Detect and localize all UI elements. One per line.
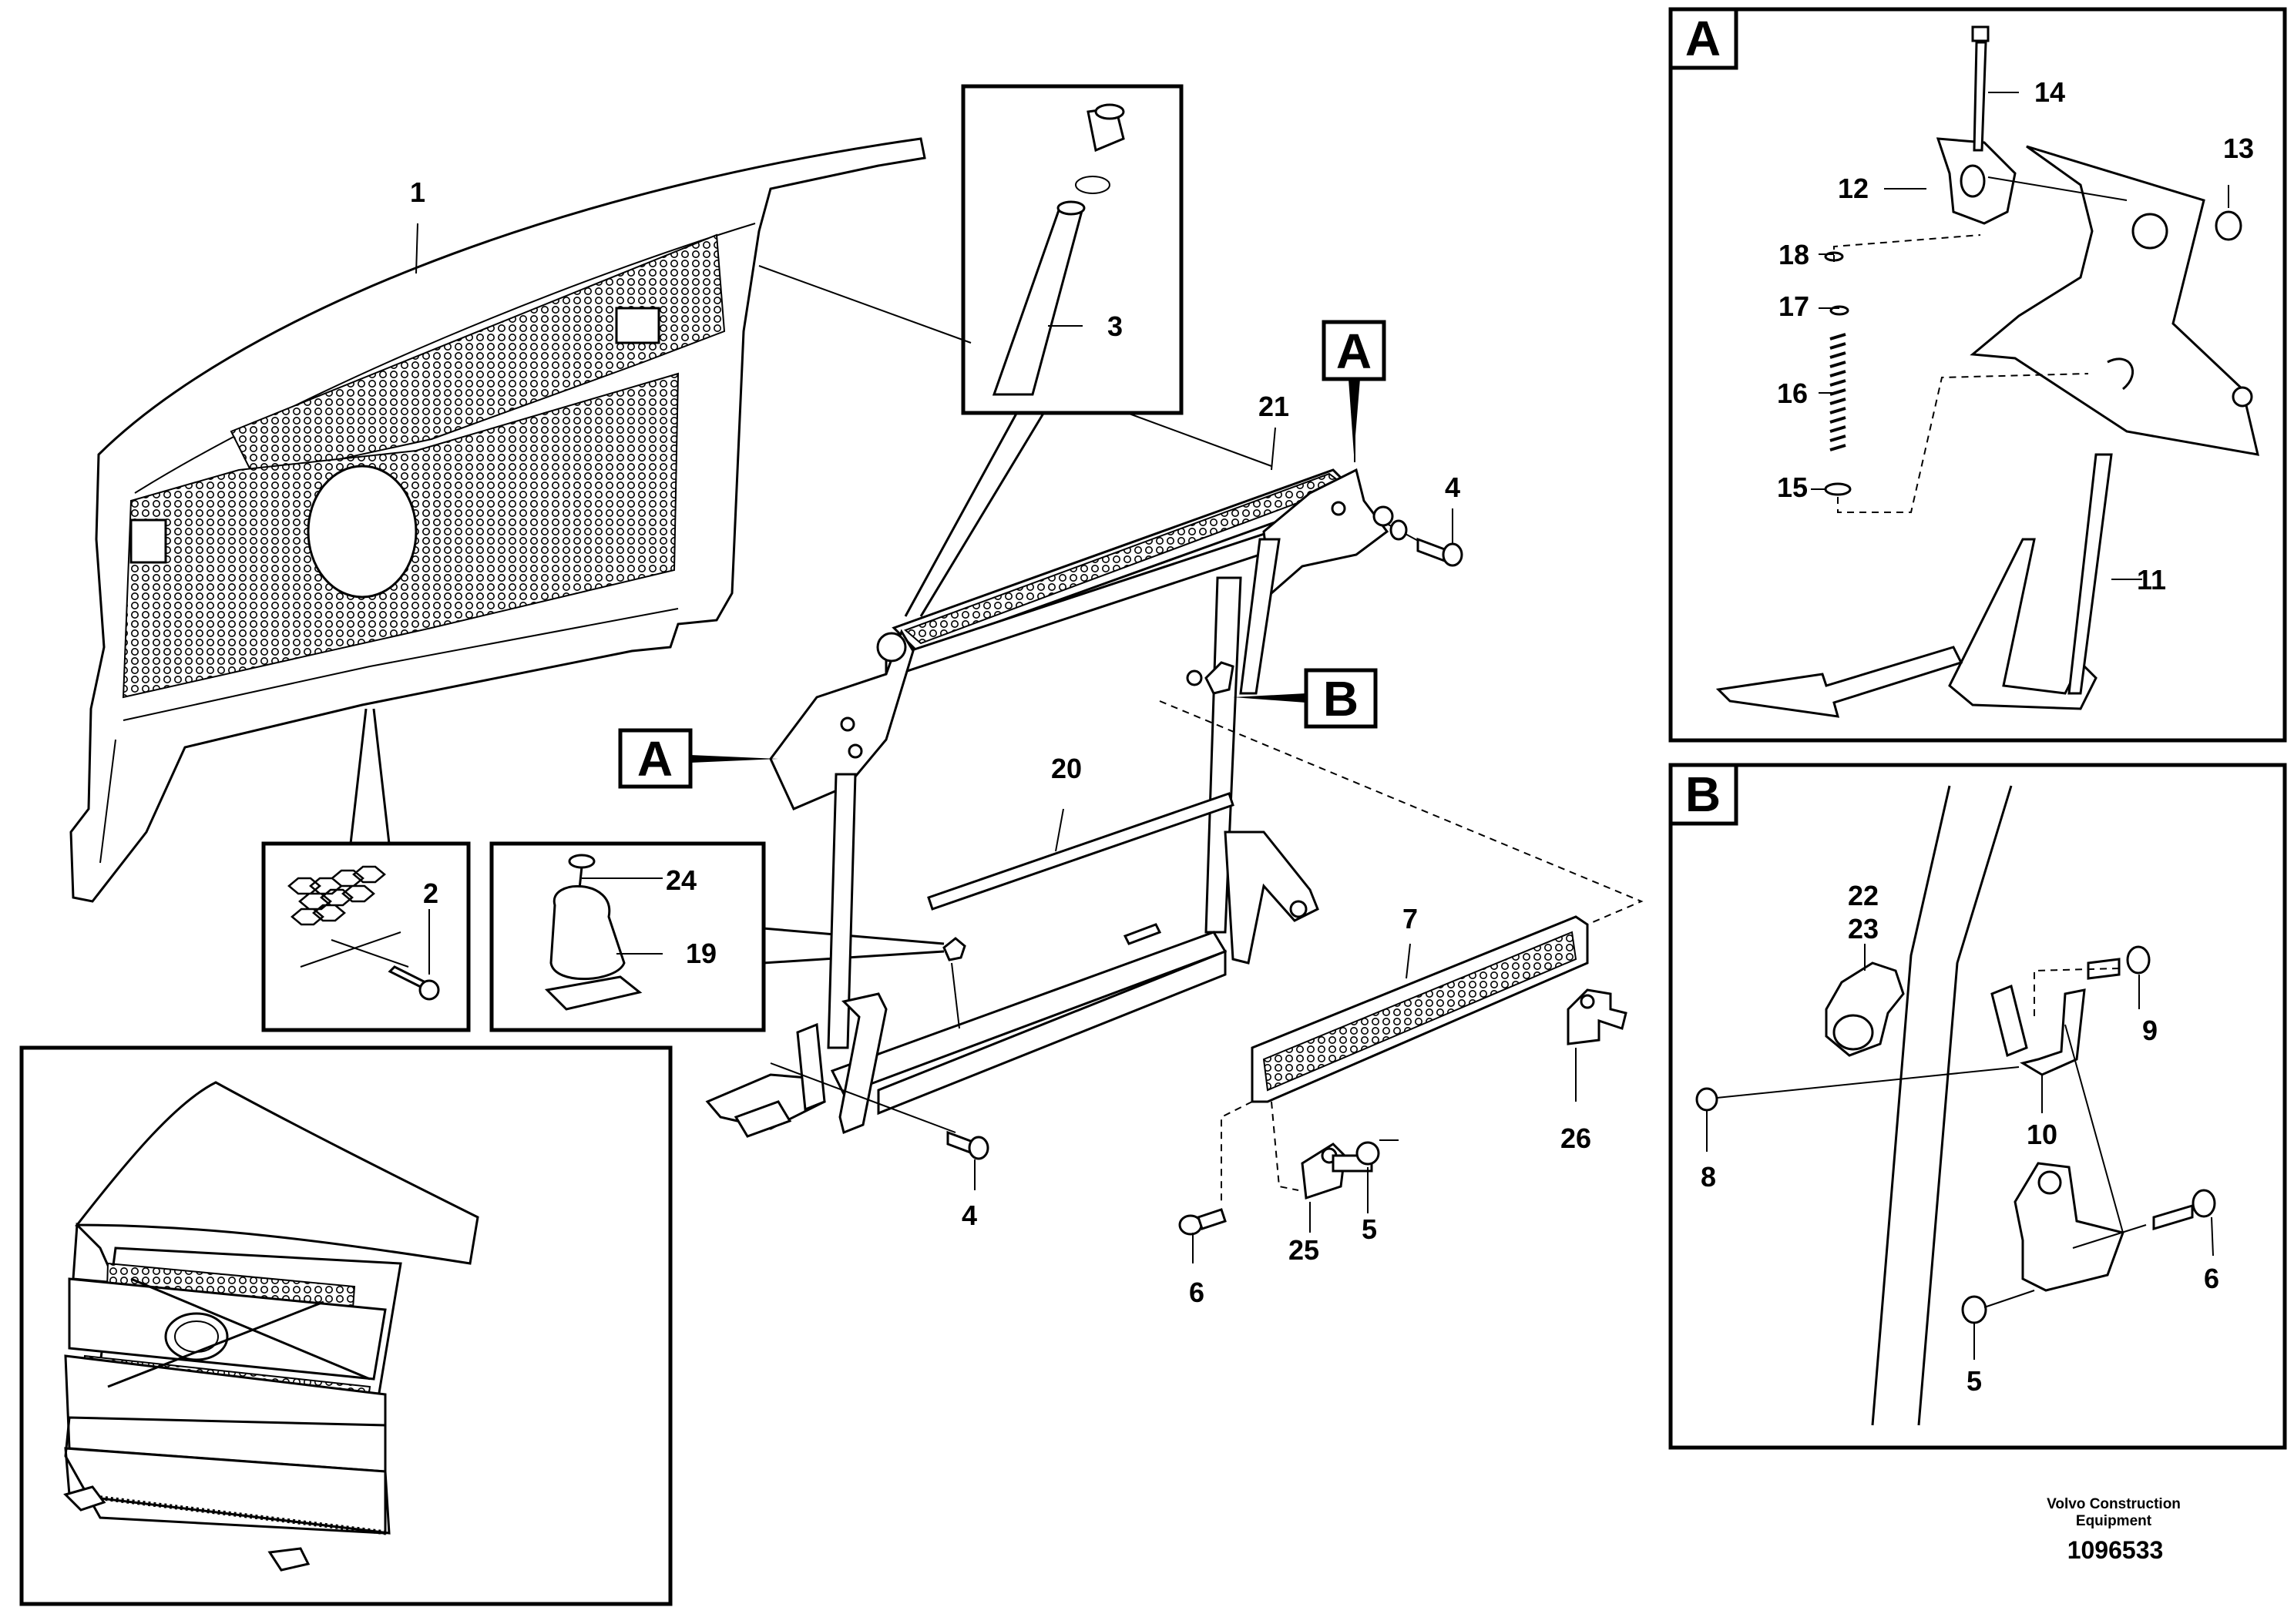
frame-assembly [705, 468, 1394, 1138]
label-5: 5 [1362, 1213, 1377, 1245]
footer-company-line2: Equipment [2076, 1513, 2152, 1529]
inset-truck-front [19, 1045, 673, 1606]
bolt-4-upper [1386, 508, 1463, 567]
label-20: 20 [1051, 753, 1082, 784]
label-26: 26 [1560, 1122, 1591, 1154]
panel-a-letter: A [1685, 11, 1721, 66]
detail-panel-b: B [1668, 763, 2287, 1450]
label-b-10: 10 [2027, 1119, 2057, 1150]
label-25: 25 [1288, 1234, 1319, 1266]
label-19: 19 [686, 938, 717, 969]
label-a-18: 18 [1778, 239, 1809, 270]
label-4-upper: 4 [1445, 471, 1460, 503]
inset-part-3 [961, 84, 1184, 415]
inset-part-2 [261, 841, 471, 1032]
callout-a-top-text: A [1336, 324, 1372, 379]
grille-assembly [69, 137, 926, 903]
label-6: 6 [1189, 1277, 1204, 1308]
label-b-9: 9 [2142, 1015, 2158, 1046]
callout-b-text: B [1323, 671, 1359, 726]
detail-panel-a: A [1668, 7, 2287, 743]
label-24: 24 [666, 864, 697, 896]
label-b-22: 22 [1848, 880, 1879, 911]
callout-a-left: A [618, 728, 778, 789]
label-3: 3 [1107, 310, 1123, 342]
label-a-15: 15 [1777, 471, 1808, 503]
label-7: 7 [1402, 903, 1418, 934]
label-b-5: 5 [1967, 1365, 1982, 1397]
label-a-11: 11 [2137, 564, 2166, 596]
inset-parts-24-19 [489, 841, 766, 1032]
label-4-lower: 4 [962, 1200, 977, 1231]
label-b-23: 23 [1848, 913, 1879, 945]
label-a-13: 13 [2223, 133, 2254, 164]
callout-a-left-text: A [637, 731, 673, 787]
label-b-8: 8 [1701, 1161, 1716, 1193]
panel-b-letter: B [1685, 767, 1721, 822]
label-a-16: 16 [1777, 377, 1808, 409]
bolt-4-lower [770, 1062, 989, 1190]
footer-company-line1: Volvo Construction [2047, 1496, 2181, 1512]
callout-b: B [1233, 668, 1378, 729]
label-1: 1 [410, 176, 425, 208]
callout-a-top: A [1322, 320, 1386, 455]
label-21: 21 [1258, 391, 1289, 422]
label-a-14: 14 [2034, 76, 2065, 108]
label-2: 2 [423, 877, 438, 909]
label-b-6: 6 [2204, 1263, 2219, 1294]
label-a-12: 12 [1838, 173, 1869, 204]
step-plate-7 [1251, 915, 1589, 1103]
footer-part-number: 1096533 [2067, 1536, 2164, 1564]
label-a-17: 17 [1778, 290, 1809, 322]
